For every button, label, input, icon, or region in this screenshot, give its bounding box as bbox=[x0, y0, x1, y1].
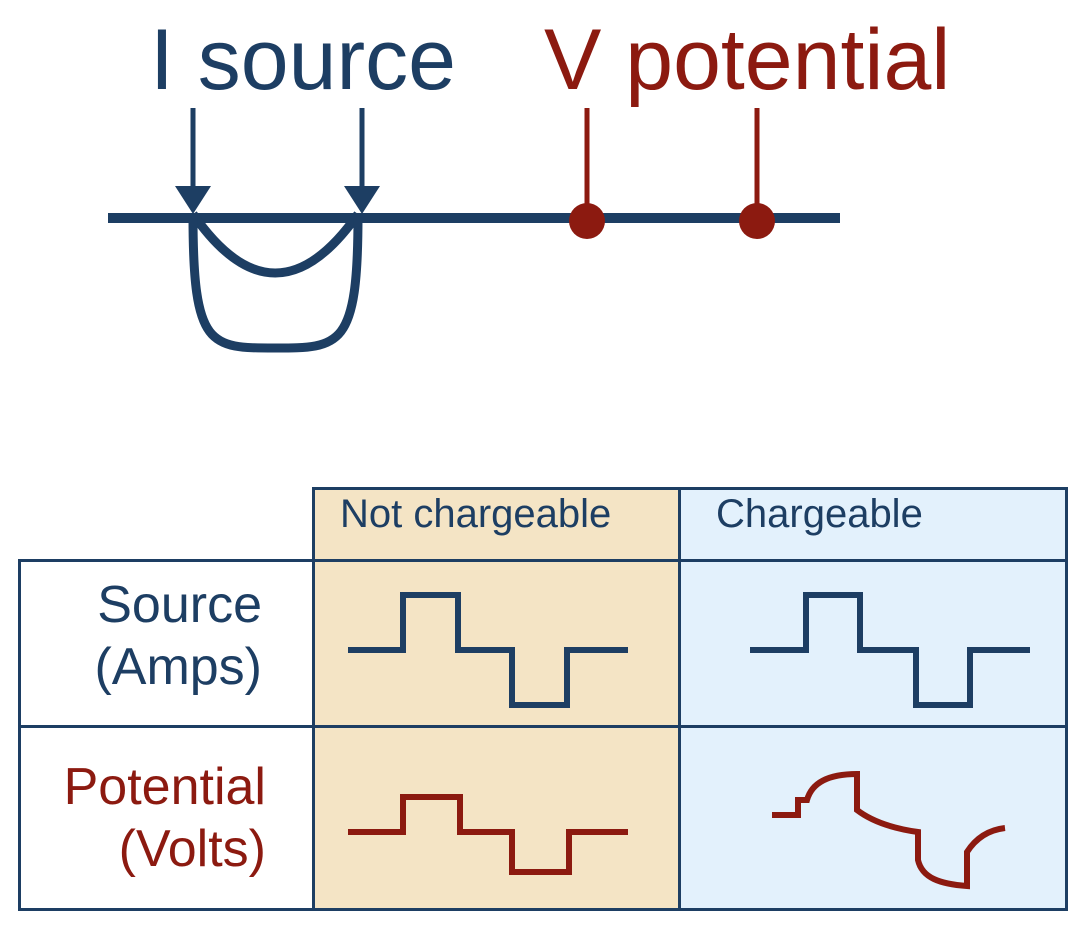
potential-electrode-m bbox=[569, 108, 605, 239]
current-electrode-a bbox=[175, 108, 211, 214]
column-header-not-chargeable: Not chargeable bbox=[340, 492, 612, 536]
table-body-frame bbox=[18, 559, 1068, 911]
row-label-potential-line2: (Volts) bbox=[118, 820, 266, 878]
source-waveform-not-chargeable bbox=[348, 592, 628, 708]
row-label-source-line1: Source bbox=[97, 576, 262, 634]
row-label-potential-line1: Potential bbox=[63, 758, 266, 816]
row-divider bbox=[18, 725, 1068, 728]
not-chargeable-column bbox=[312, 487, 681, 911]
current-electrode-b bbox=[344, 108, 380, 214]
potential-waveform-not-chargeable bbox=[348, 794, 628, 875]
current-source-label: I source bbox=[150, 12, 456, 108]
row-label-source: Source (Amps) bbox=[94, 574, 262, 698]
current-flow-shallow bbox=[189, 211, 362, 278]
current-flow-deep bbox=[188, 215, 363, 353]
potential-electrode-n bbox=[739, 108, 775, 239]
row-label-source-line2: (Amps) bbox=[94, 638, 262, 696]
voltage-potential-label: V potential bbox=[544, 12, 951, 108]
row-label-potential: Potential (Volts) bbox=[64, 756, 266, 880]
potential-waveform-chargeable bbox=[772, 770, 1006, 890]
column-header-chargeable: Chargeable bbox=[716, 492, 923, 536]
source-waveform-chargeable bbox=[750, 592, 1030, 708]
electrode-schematic bbox=[108, 108, 840, 353]
label-column-divider bbox=[312, 559, 315, 911]
